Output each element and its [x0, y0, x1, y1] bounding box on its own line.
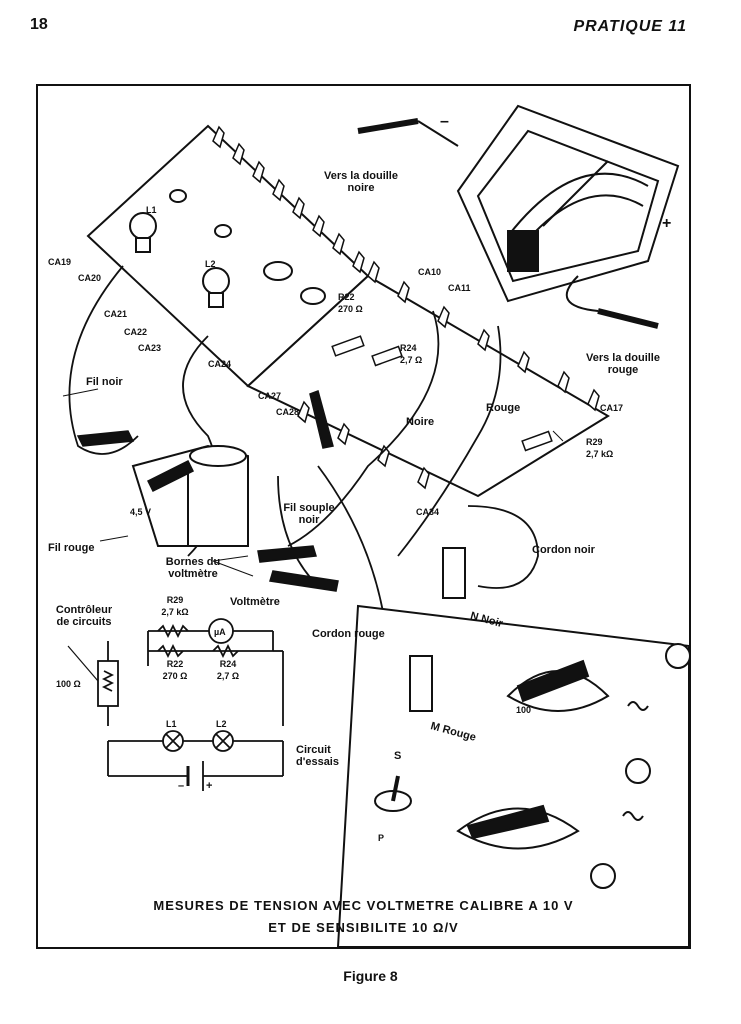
circuit-board — [86, 124, 610, 498]
label-l2: L2 — [205, 259, 216, 269]
label-ca10: CA10 — [418, 267, 442, 277]
figure-label: Figure 8 — [343, 968, 398, 984]
label-circuit-essais: Circuit d'essais — [296, 744, 339, 768]
label-ca19: CA19 — [48, 257, 72, 267]
voltmeter — [357, 104, 680, 329]
label-vers-noire: Vers la douille noire — [324, 170, 398, 194]
label-noire: Noire — [406, 416, 435, 428]
label-meter-plus: + — [662, 215, 672, 232]
figure-caption-line2: ET DE SENSIBILITE 10 Ω/V — [268, 920, 459, 935]
label-cordon-rouge: Cordon rouge — [312, 628, 385, 640]
wiring-illustration — [62, 104, 689, 947]
figure-frame: Vers la douille noire Vers la douille ro… — [36, 84, 691, 949]
label-ca27: CA27 — [258, 391, 282, 401]
label-voltmetre: Voltmètre — [230, 596, 280, 608]
label-ca23: CA23 — [138, 343, 162, 353]
running-header: PRATIQUE 11 — [573, 18, 687, 35]
label-r24: R24 2,7 Ω — [400, 343, 423, 365]
label-schema-r24: R24 2,7 Ω — [216, 659, 240, 681]
label-ca20: CA20 — [78, 273, 102, 283]
label-ca34: CA34 — [416, 507, 440, 517]
label-ca28: CA28 — [276, 407, 300, 417]
battery — [131, 444, 249, 547]
test-bench — [336, 547, 689, 947]
label-schema-r22: R22 270 Ω — [162, 659, 188, 681]
schematic — [67, 618, 284, 791]
label-s: S — [394, 750, 402, 762]
page-number: 18 — [30, 16, 48, 33]
label-fil-rouge: Fil rouge — [48, 542, 95, 554]
label-vers-rouge: Vers la douille rouge — [586, 352, 660, 376]
label-ca21: CA21 — [104, 309, 128, 319]
label-bornes-voltmetre: Bornes du voltmètre — [165, 556, 221, 580]
label-schema-plus: + — [206, 780, 213, 792]
label-rouge: Rouge — [486, 402, 521, 414]
figure-caption-line1: MESURES DE TENSION AVEC VOLTMETRE CALIBR… — [153, 898, 574, 913]
label-schema-ua: µA — [214, 627, 226, 637]
label-ca17: CA17 — [600, 403, 624, 413]
resistors — [331, 335, 553, 452]
lamp-l1 — [129, 212, 157, 253]
label-schema-l2: L2 — [216, 719, 227, 729]
label-cordon-noir: Cordon noir — [532, 544, 595, 556]
label-schema-r29: R29 2,7 kΩ — [161, 595, 189, 617]
leader-lines — [62, 388, 564, 577]
label-dial-100: 100 — [516, 705, 532, 715]
label-r22: R22 270 Ω — [338, 292, 363, 314]
label-fil-noir: Fil noir — [86, 376, 123, 388]
label-r29: R29 2,7 kΩ — [586, 437, 614, 459]
label-meter-minus: – — [440, 113, 449, 130]
label-fil-souple-noir: Fil souple noir — [283, 502, 335, 526]
label-schema-l1: L1 — [166, 719, 177, 729]
label-ca24: CA24 — [208, 359, 232, 369]
label-schema-minus: – — [178, 780, 185, 792]
lamp-l2 — [202, 267, 230, 308]
label-battery: 4,5 V — [130, 507, 152, 517]
label-l1: L1 — [146, 205, 157, 215]
label-schema-100: 100 Ω — [56, 679, 81, 689]
probe-clips — [76, 390, 339, 592]
label-controleur-circuits: Contrôleur de circuits — [55, 604, 113, 628]
label-ca22: CA22 — [124, 327, 148, 337]
label-p: P — [378, 833, 385, 843]
label-ca11: CA11 — [448, 283, 471, 293]
